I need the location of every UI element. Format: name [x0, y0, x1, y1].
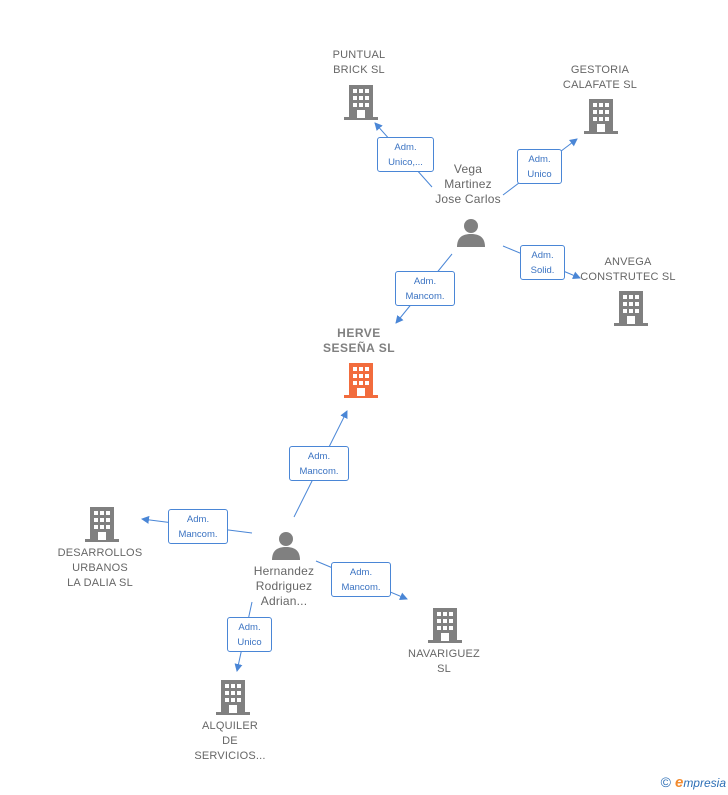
node-label-alquiler: ALQUILER DE SERVICIOS... [194, 720, 266, 762]
relation-label-hernandez-desarrollos[interactable]: Adm. Mancom. [168, 509, 228, 544]
building-icon[interactable] [614, 290, 648, 326]
relation-label-vega-anvega[interactable]: Adm. Solid. [520, 245, 565, 280]
relation-label-vega-herve[interactable]: Adm. Mancom. [395, 271, 455, 306]
node-label-anvega: ANVEGA CONSTRUTEC SL [580, 256, 676, 283]
relation-label-hernandez-herve[interactable]: Adm. Mancom. [289, 446, 349, 481]
brand-name: mpresia [683, 776, 726, 790]
building-icon[interactable] [344, 362, 378, 398]
relation-label-hernandez-navariguez[interactable]: Adm. Mancom. [331, 562, 391, 597]
person-icon[interactable] [456, 217, 486, 247]
relation-label-hernandez-alquiler[interactable]: Adm. Unico [227, 617, 272, 652]
node-label-puntual: PUNTUAL BRICK SL [332, 49, 386, 76]
building-icon[interactable] [428, 607, 462, 643]
node-label-vega: Vega Martinez Jose Carlos [435, 162, 501, 206]
relation-label-vega-puntual[interactable]: Adm. Unico,... [377, 137, 434, 172]
node-label-desarrollos: DESARROLLOS URBANOS LA DALIA SL [57, 547, 143, 589]
node-label-herve: HERVE SESEÑA SL [322, 326, 396, 355]
brand-footer: ©empresia [661, 774, 726, 791]
brand-logo-e: e [674, 774, 684, 791]
building-icon[interactable] [85, 506, 119, 542]
node-label-hernandez: Hernandez Rodriguez Adrian... [253, 564, 315, 608]
copyright-symbol: © [660, 774, 671, 790]
building-icon[interactable] [344, 84, 378, 120]
node-label-navariguez: NAVARIGUEZ SL [408, 648, 480, 675]
building-icon[interactable] [216, 679, 250, 715]
relation-label-vega-gestoria[interactable]: Adm. Unico [517, 149, 562, 184]
building-icon[interactable] [584, 98, 618, 134]
node-label-gestoria: GESTORIA CALAFATE SL [562, 64, 638, 91]
person-icon[interactable] [271, 530, 301, 560]
